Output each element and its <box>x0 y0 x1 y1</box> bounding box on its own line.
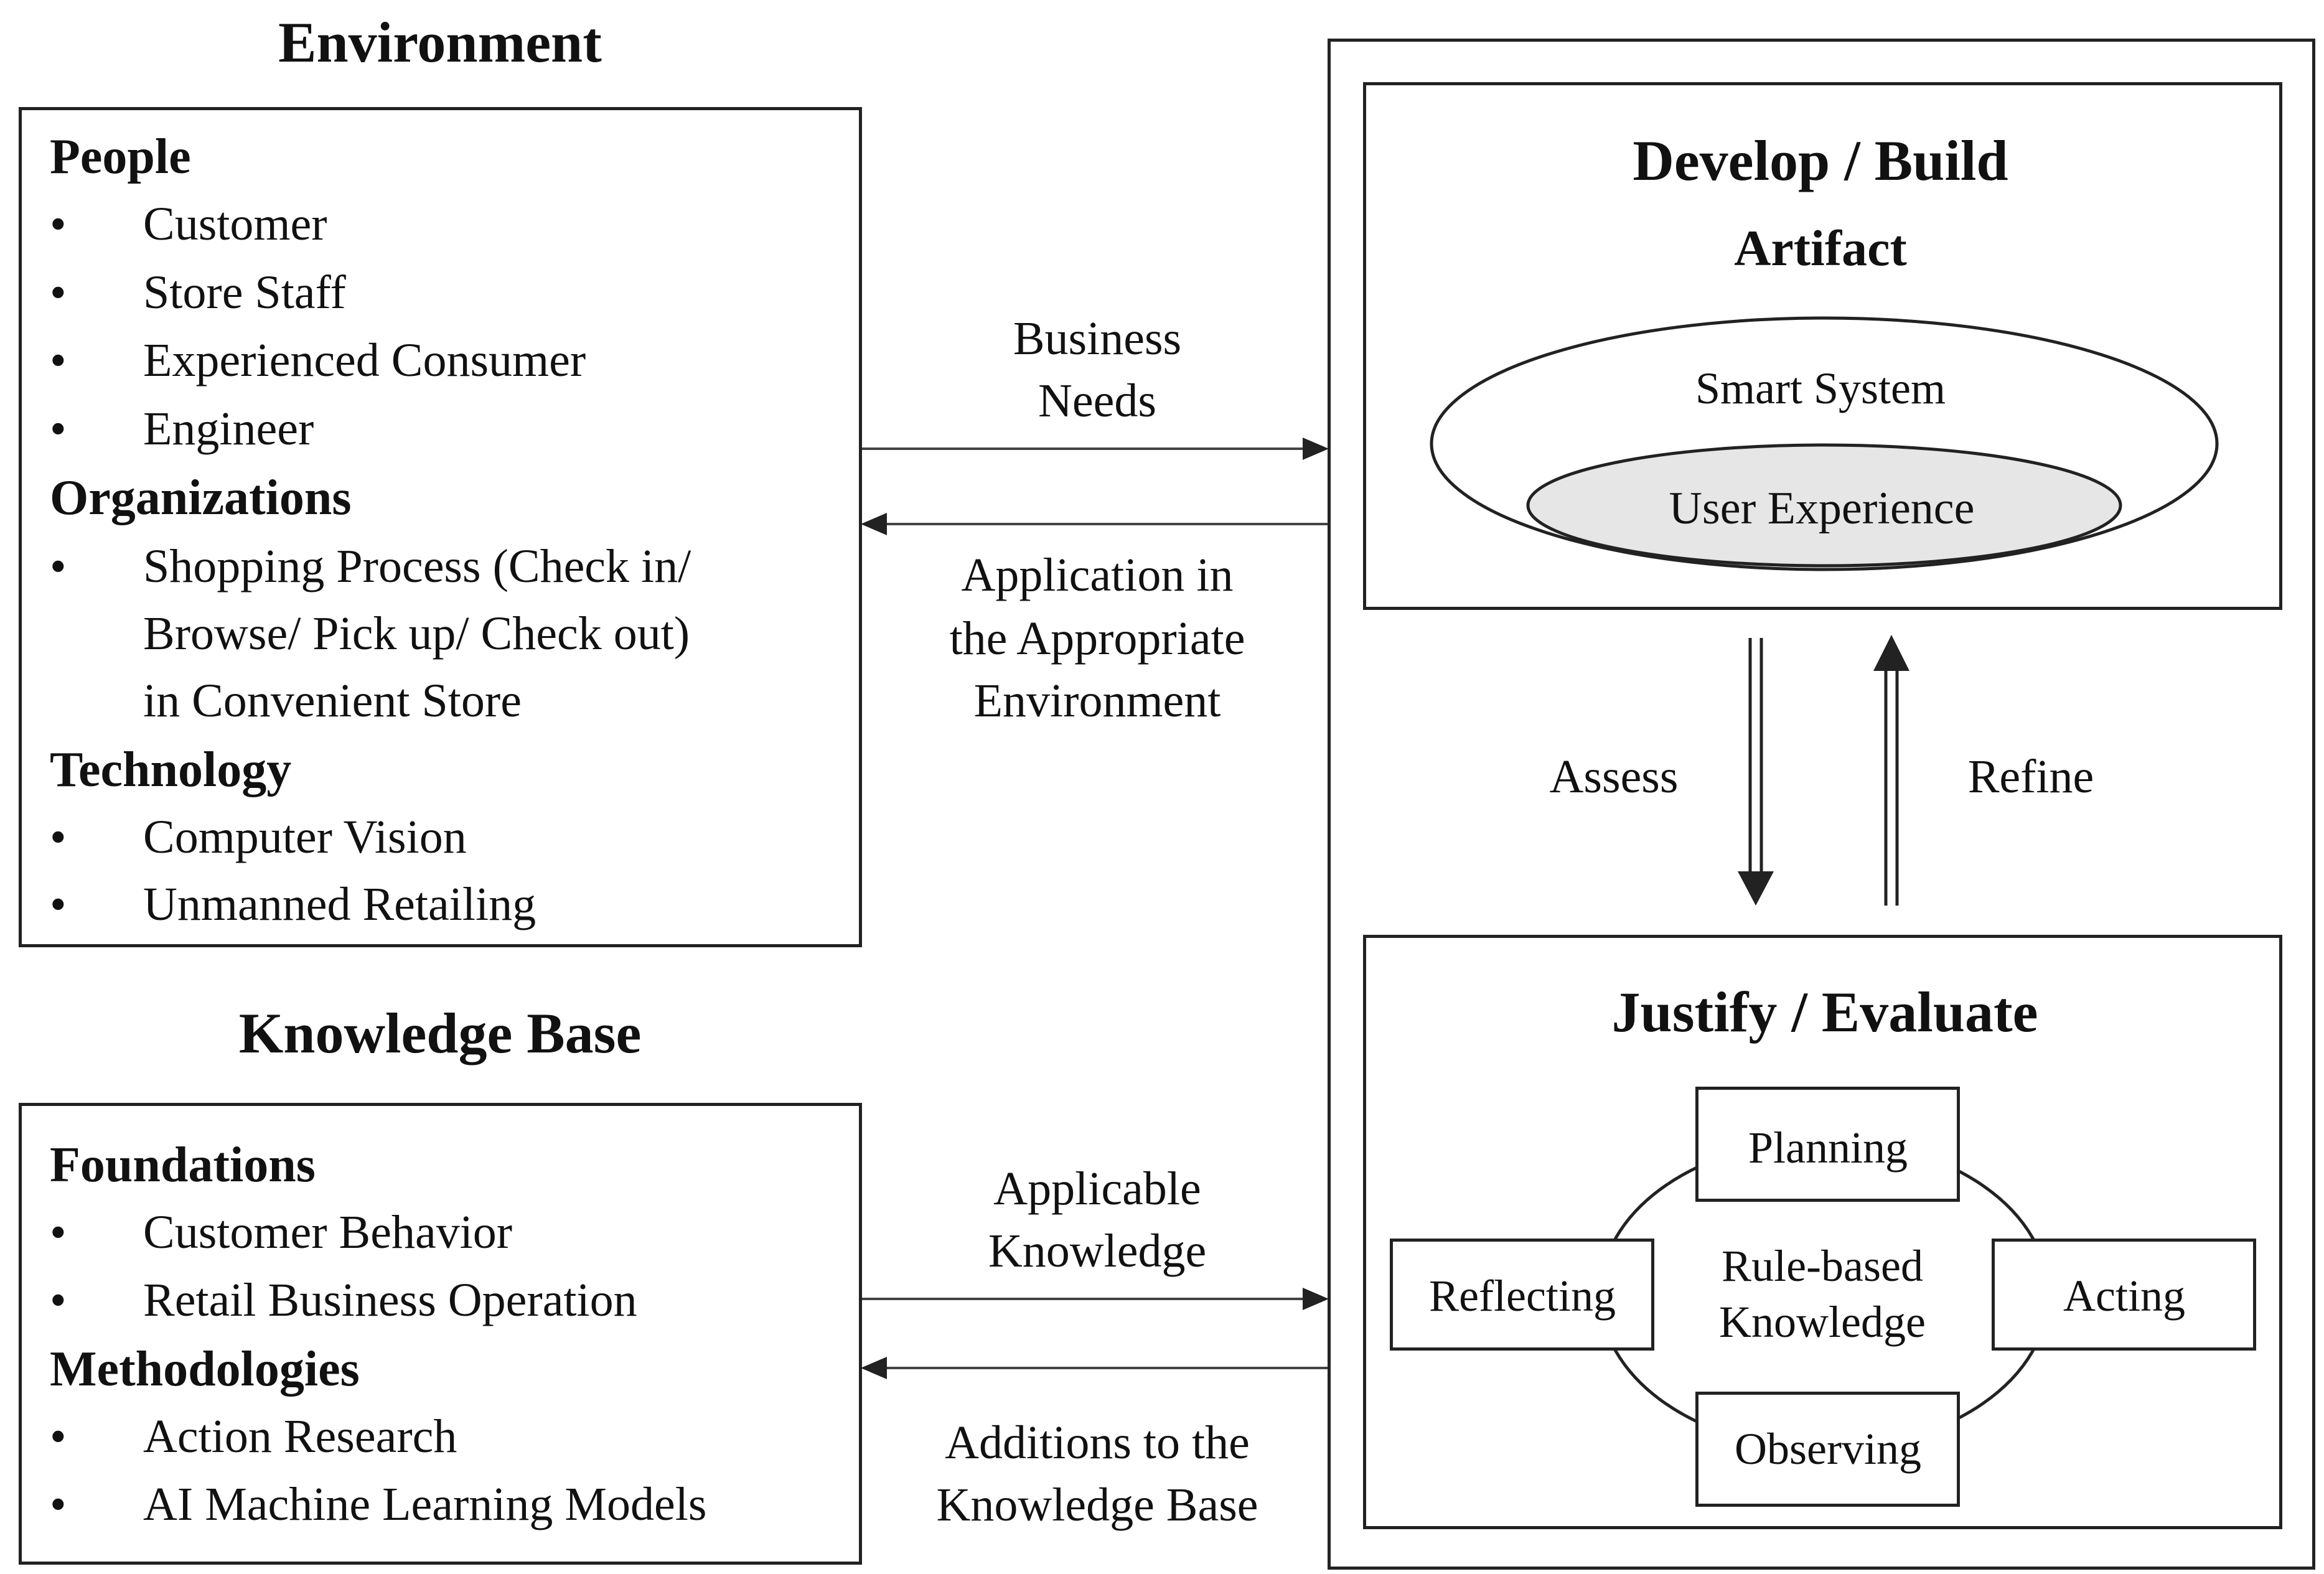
bullet-icon: • <box>50 811 67 863</box>
foundations-heading: Foundations <box>50 1138 316 1192</box>
list-item-label: AI Machine Learning Models <box>143 1478 707 1530</box>
justify-evaluate-title: Justify / Evaluate <box>1611 980 2038 1044</box>
list-item-label: Browse/ Pick up/ Check out) <box>143 607 690 660</box>
list-item-label: Engineer <box>143 403 314 455</box>
business-needs-label: Needs <box>1038 375 1156 427</box>
smart-system-ellipse <box>1430 316 2219 571</box>
list-item-label: Action Research <box>143 1410 457 1463</box>
list-item-label: in Convenient Store <box>143 675 522 727</box>
bullet-icon: • <box>50 1274 67 1326</box>
planning-box <box>1695 1087 1960 1202</box>
bullet-icon: • <box>50 540 67 593</box>
list-item-label: Unmanned Retailing <box>143 878 536 930</box>
acting-box <box>1992 1239 2256 1351</box>
environment-box <box>19 107 862 947</box>
refine-label: Refine <box>1967 751 2094 803</box>
technology-heading: Technology <box>50 742 292 797</box>
rule-based-knowledge-label: Knowledge <box>1719 1297 1926 1347</box>
user-experience-ellipse <box>1526 443 2122 568</box>
assess-label: Assess <box>1549 751 1679 803</box>
knowledge-base-box <box>19 1103 862 1565</box>
bullet-icon: • <box>50 198 67 250</box>
bullet-icon: • <box>50 1478 67 1530</box>
list-item-label: Customer Behavior <box>143 1206 513 1258</box>
list-item-label: Computer Vision <box>143 811 467 863</box>
bullet-icon: • <box>50 1206 67 1258</box>
business-needs-arrow <box>861 438 1329 460</box>
application-label: Environment <box>973 675 1221 727</box>
applicable-knowledge-label: Applicable <box>993 1163 1201 1215</box>
assess-arrow <box>1738 638 1774 906</box>
application-label: the Appropriate <box>949 612 1245 665</box>
bullet-icon: • <box>50 334 67 386</box>
list-item-label: Customer <box>143 198 327 250</box>
rule-based-knowledge-label: Rule-based <box>1722 1241 1923 1291</box>
application-arrow <box>861 513 1329 535</box>
artifact-label: Artifact <box>1734 220 1907 276</box>
organizations-heading: Organizations <box>50 471 352 525</box>
applicable-knowledge-label: Knowledge <box>988 1225 1207 1277</box>
planning-label: Planning <box>1748 1123 1908 1173</box>
list-item-label: Store Staff <box>143 266 346 319</box>
methodologies-heading: Methodologies <box>50 1342 360 1397</box>
bullet-icon: • <box>50 1410 67 1463</box>
develop-build-title: Develop / Build <box>1633 129 2008 192</box>
observing-label: Observing <box>1735 1424 1921 1474</box>
knowledge-base-title: Knowledge Base <box>238 1001 642 1065</box>
business-needs-label: Business <box>1013 312 1182 365</box>
people-heading: People <box>50 129 191 184</box>
application-label: Application in <box>961 549 1234 601</box>
bullet-icon: • <box>50 878 67 930</box>
acting-label: Acting <box>2063 1271 2185 1321</box>
reflecting-label: Reflecting <box>1429 1271 1616 1321</box>
additions-arrow <box>861 1357 1329 1379</box>
list-item-label: Retail Business Operation <box>143 1274 637 1326</box>
observing-box <box>1695 1392 1960 1507</box>
bullet-icon: • <box>50 266 67 319</box>
bullet-icon: • <box>50 403 67 455</box>
list-item-label: Shopping Process (Check in/ <box>143 540 691 593</box>
environment-title: Environment <box>278 11 602 74</box>
develop-build-box <box>1363 82 2282 610</box>
applicable-knowledge-arrow <box>861 1288 1329 1310</box>
list-item-label: Experienced Consumer <box>143 334 586 386</box>
additions-label: Additions to the <box>945 1417 1250 1469</box>
additions-label: Knowledge Base <box>936 1479 1258 1531</box>
user-experience-label: User Experience <box>1669 483 1975 534</box>
refine-arrow <box>1873 635 1909 906</box>
smart-system-label: Smart System <box>1695 363 1946 413</box>
justify-evaluate-box <box>1363 935 2282 1529</box>
design-cycle-frame <box>1328 39 2315 1570</box>
reflecting-box <box>1390 1239 1654 1351</box>
